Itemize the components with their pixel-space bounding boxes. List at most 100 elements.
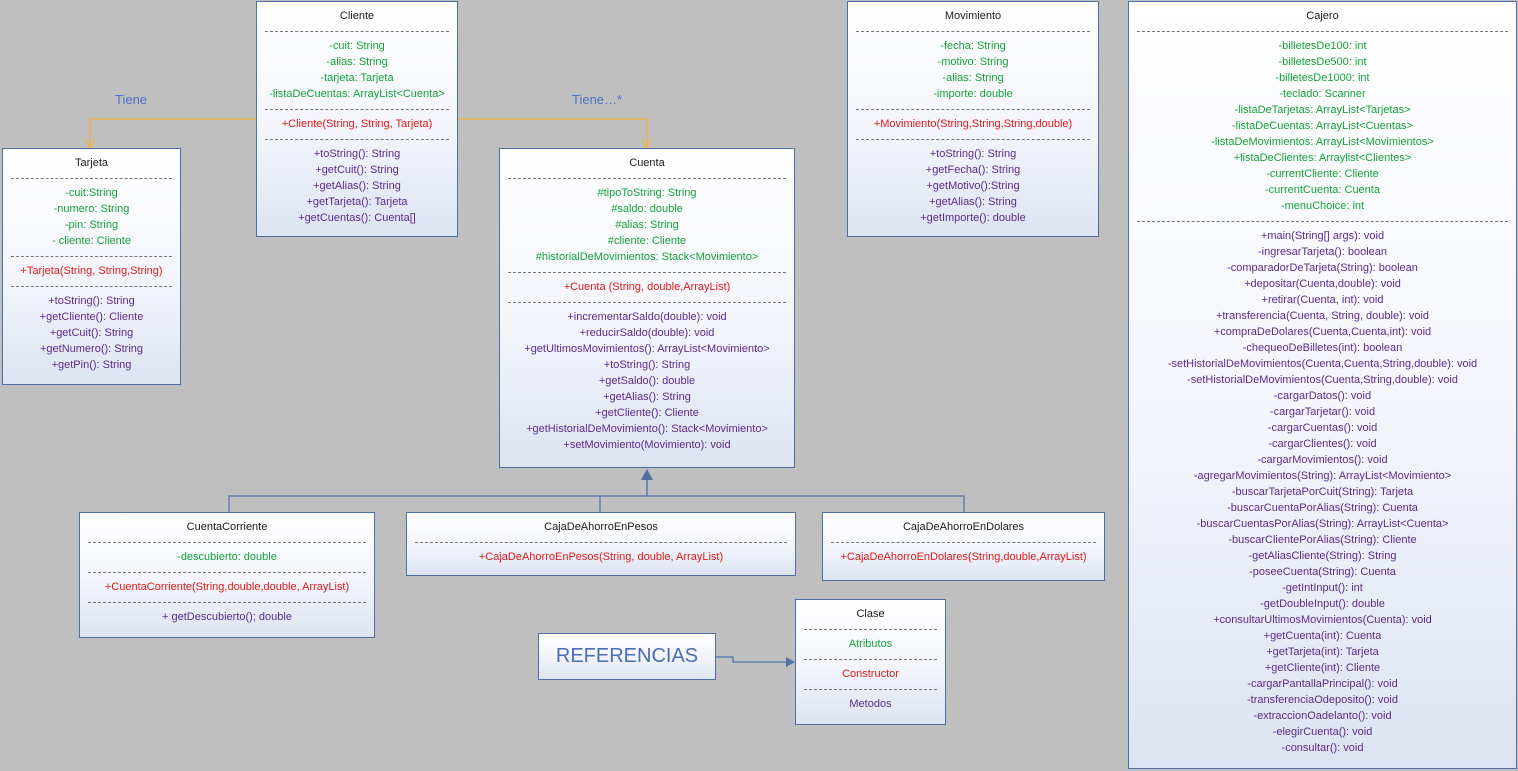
constructor-row: Constructor (842, 668, 899, 680)
attribute-row: -cuit: String (329, 40, 385, 52)
cliente-cuenta-arrowhead (641, 138, 653, 150)
attribute-row: -teclado: Scanner (1279, 88, 1366, 100)
method-row: +getCliente(): Cliente (39, 311, 144, 323)
attribute-row: -listaDeTarjetas: ArrayList<Tarjetas> (1234, 104, 1411, 116)
section-divider (1137, 221, 1508, 222)
inheritance-connector (228, 495, 965, 512)
section-divider (508, 302, 786, 303)
method-row: +toString(): String (313, 148, 401, 160)
section-divider (265, 109, 449, 110)
method-row: -setHistorialDeMovimientos(Cuenta,String… (1187, 374, 1458, 386)
class-movimiento: Movimiento-fecha: String-motivo: String-… (847, 1, 1099, 237)
method-row: +getTarjeta(): Tarjeta (306, 196, 408, 208)
section-divider (856, 109, 1090, 110)
relation-label-tiene-many: Tiene…* (572, 92, 623, 107)
class-name: Clase (856, 608, 885, 620)
section-divider (88, 572, 366, 573)
attribute-row: -alias: String (326, 56, 388, 68)
attribute-row: -listaDeCuentas: ArrayList<Cuenta> (269, 88, 445, 100)
attribute-row: -billetesDe1000: int (1275, 72, 1370, 84)
method-row: -ingresarTarjeta(): boolean (1257, 246, 1387, 258)
constructor-row: +CajaDeAhorroEnDolares(String,double,Arr… (840, 551, 1087, 563)
method-row: +getCuentas(): Cuenta[] (298, 212, 416, 224)
method-row: + getDescubierto(); double (162, 611, 292, 623)
method-row: -chequeoDeBilletes(int): boolean (1242, 342, 1403, 354)
constructor-row: +Cliente(String, String, Tarjeta) (281, 118, 433, 130)
method-row: +depositar(Cuenta,double): void (1244, 278, 1401, 290)
attribute-row: -tarjeta: Tarjeta (320, 72, 394, 84)
method-row: +getPin(): String (51, 359, 132, 371)
attribute-row: -billetesDe500: int (1278, 56, 1367, 68)
attribute-row: -pin: String (64, 219, 119, 231)
method-row: +getImporte(): double (920, 212, 1026, 224)
method-row: -poseeCuenta(String): Cuenta (1249, 566, 1396, 578)
attribute-row: -alias: String (942, 72, 1004, 84)
method-row: -cargarDatos(): void (1273, 390, 1372, 402)
attribute-row: -fecha: String (940, 40, 1006, 52)
constructor-row: +CajaDeAhorroEnPesos(String, double, Arr… (478, 551, 724, 563)
method-row: +getFecha(): String (925, 164, 1021, 176)
method-row: -buscarTarjetaPorCuit(String): Tarjeta (1231, 486, 1414, 498)
method-row: +toString(): String (929, 148, 1017, 160)
method-row: +getTarjeta(int): Tarjeta (1266, 646, 1379, 658)
method-row: -cargarMovimientos(): void (1257, 454, 1388, 466)
method-row: +retirar(Cuenta, int): void (1261, 294, 1384, 306)
class-name: Cliente (339, 10, 375, 22)
attribute-row: #tipoToString: String (597, 187, 697, 199)
section-divider (415, 542, 787, 543)
referencias-connector (716, 656, 790, 663)
method-row: +getHistorialDeMovimiento(): Stack<Movim… (526, 423, 768, 435)
attribute-row: -cuit:String (65, 187, 118, 199)
section-divider (88, 602, 366, 603)
attribute-row: -billetesDe100: int (1278, 40, 1367, 52)
constructor-row: +Movimiento(String,String,String,double) (873, 118, 1073, 130)
attribute-row: -menuChoice: int (1280, 200, 1365, 212)
section-divider (265, 31, 449, 32)
method-row: +transferencia(Cuenta, String, double): … (1215, 310, 1430, 322)
method-row: -cargarPantallaPrincipal(): void (1247, 678, 1398, 690)
method-row: +getUltimosMovimientos(): ArrayList<Movi… (524, 343, 770, 355)
constructor-row: +CuentaCorriente(String,double,double, A… (104, 581, 350, 593)
attribute-row: #saldo: double (611, 203, 683, 215)
method-row: -consultar(): void (1281, 742, 1364, 754)
method-row: +toString(): String (603, 359, 691, 371)
method-row: -buscarClientePorAlias(String): Cliente (1228, 534, 1417, 546)
class-name: CajaDeAhorroEnDolares (902, 521, 1025, 533)
method-row: +getCliente(): Cliente (595, 407, 699, 419)
method-row: +main(String[] args): void (1260, 230, 1385, 242)
method-row: +getNumero(): String (39, 343, 143, 355)
method-row: +toString(): String (48, 295, 135, 307)
cliente-cuenta-connector (457, 118, 648, 148)
method-row: +getAlias(): String (313, 180, 401, 192)
method-row: -setHistorialDeMovimientos(Cuenta,Cuenta… (1167, 358, 1478, 370)
class-name: Movimiento (944, 10, 1002, 22)
attribute-row: -currentCuenta: Cuenta (1265, 184, 1380, 196)
attribute-row: -listaDeCuentas: ArrayList<Cuentas> (1232, 120, 1413, 132)
method-row: -extraccionOadelanto(): void (1253, 710, 1392, 722)
class-name: CuentaCorriente (186, 521, 268, 533)
method-row: -cargarTarjetar(): void (1269, 406, 1376, 418)
method-row: -comparadorDeTarjeta(String): boolean (1227, 262, 1418, 274)
method-row: -buscarCuentaPorAlias(String): Cuenta (1227, 502, 1418, 514)
section-divider (804, 659, 937, 660)
cliente-tarjeta-arrowhead (84, 138, 96, 150)
class-cajero: Cajero-billetesDe100: int-billetesDe500:… (1128, 1, 1517, 769)
class-name: Cuenta (629, 157, 665, 169)
method-row: +getCliente(int): Cliente (1264, 662, 1381, 674)
attribute-row: -listaDeMovimientos: ArrayList<Movimient… (1211, 136, 1434, 148)
attribute-row: -descubierto: double (177, 551, 277, 563)
method-row: +getCuenta(int): Cuenta (1263, 630, 1382, 642)
referencias-box: REFERENCIAS (538, 633, 716, 680)
section-divider (265, 139, 449, 140)
section-divider (11, 178, 172, 179)
method-row: +getCuit(): String (49, 327, 134, 339)
method-row: Metodos (849, 698, 892, 710)
attribute-row: -currentCliente: Cliente (1266, 168, 1379, 180)
method-row: -buscarCuentasPorAlias(String): ArrayLis… (1196, 518, 1449, 530)
attribute-row: -numero: String (53, 203, 130, 215)
class-name: CajaDeAhorroEnPesos (544, 521, 658, 533)
section-divider (1137, 31, 1508, 32)
inheritance-arrowhead (641, 469, 653, 480)
method-row: +getAlias(): String (929, 196, 1017, 208)
